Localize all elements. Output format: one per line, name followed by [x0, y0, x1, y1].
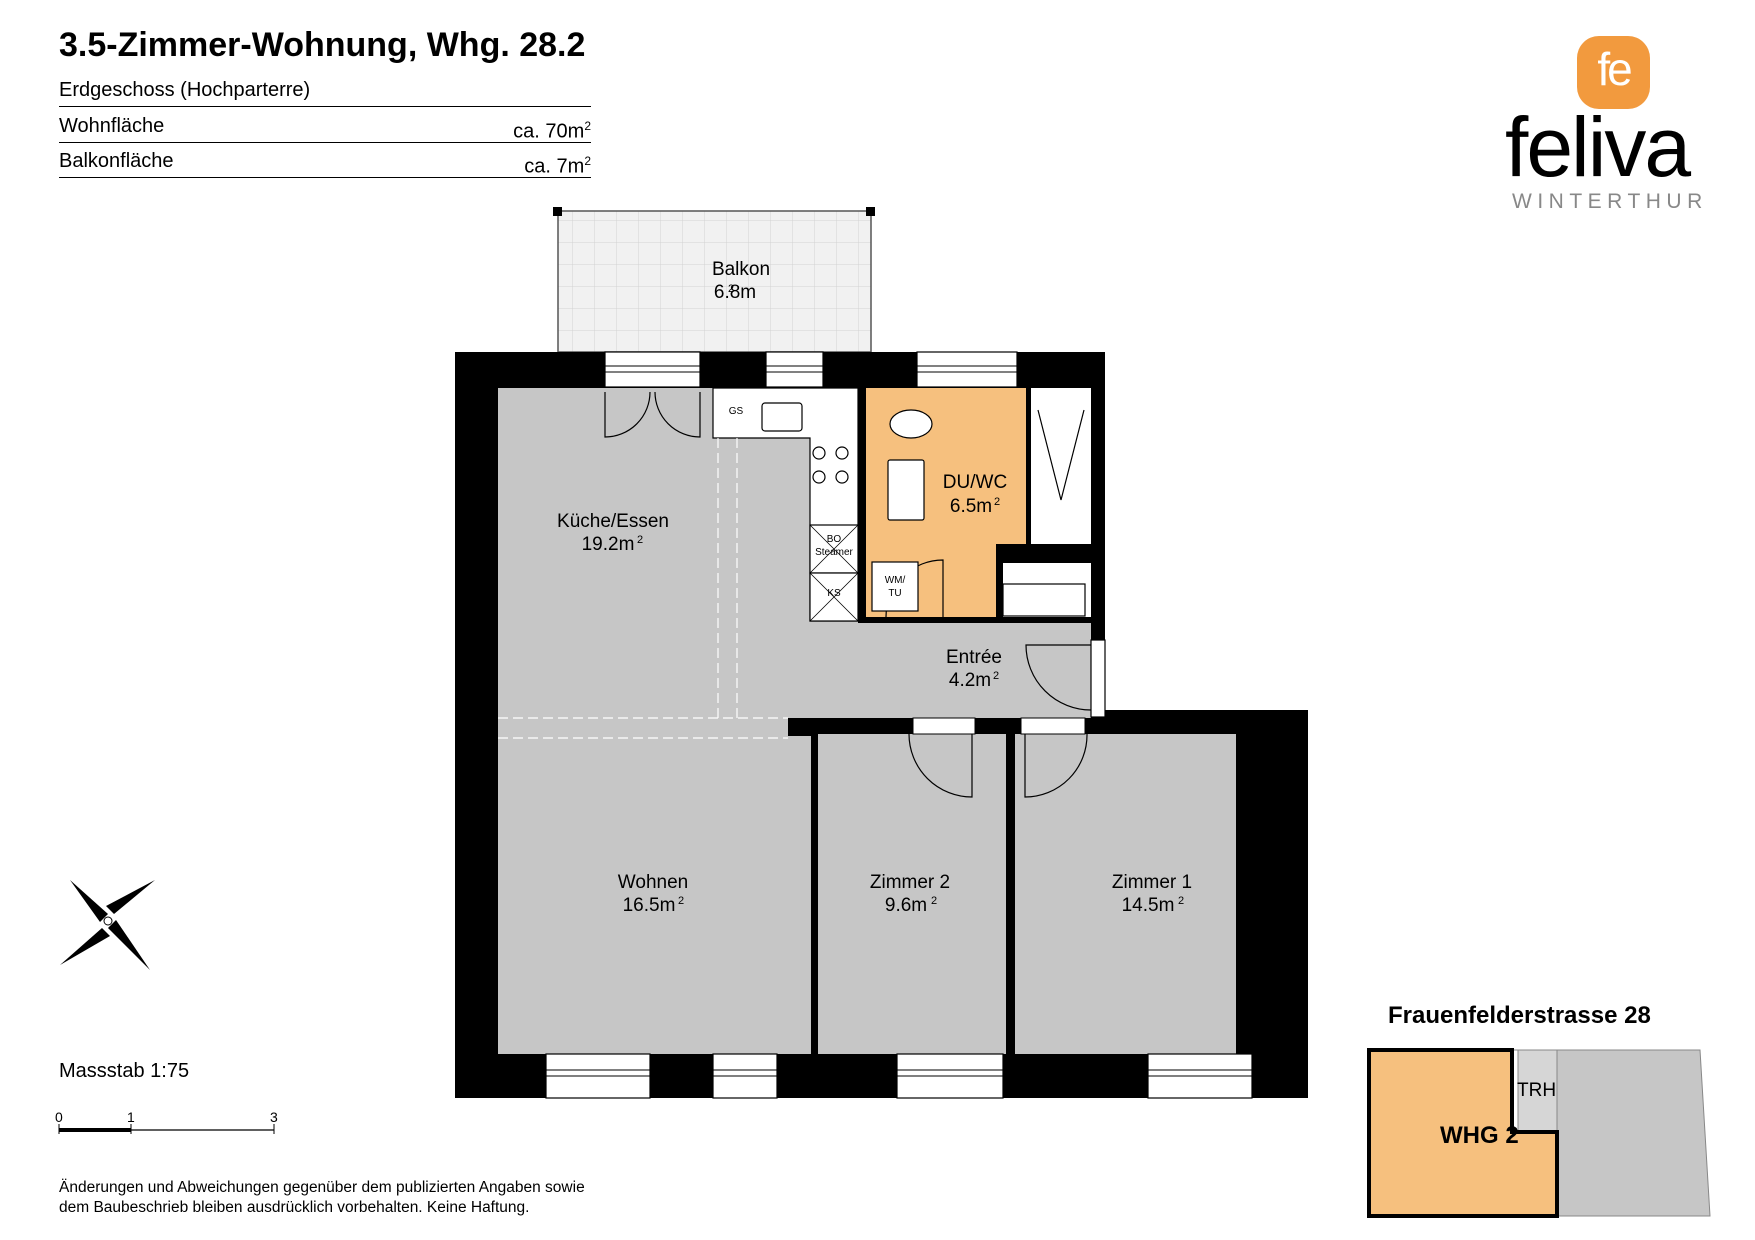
- entree-name: Entrée: [946, 647, 1002, 668]
- balcony-area-value: ca. 7m: [524, 155, 585, 178]
- north-arrow-icon: [60, 880, 155, 970]
- key-plan: WHG 2 TRH: [1367, 1048, 1711, 1218]
- fixture-labels: GS BO Steamer KS WM/ TU: [729, 406, 906, 599]
- bo-label: BO: [827, 534, 842, 545]
- wohnen-name: Wohnen: [618, 872, 688, 893]
- svg-text:2: 2: [678, 895, 684, 907]
- plan-title: 3.5-Zimmer-Wohnung, Whg. 28.2: [59, 26, 586, 64]
- wm-label: WM/: [885, 575, 906, 586]
- logo-brand: feliva: [1505, 100, 1691, 194]
- scale-bar: [58, 1124, 275, 1134]
- kueche-area: 19.2m: [582, 534, 635, 555]
- svg-text:2: 2: [993, 670, 999, 682]
- scale-tick-0: 0: [55, 1109, 63, 1125]
- door-frames: [912, 717, 1086, 735]
- living-area-value: ca. 70m: [513, 120, 585, 143]
- svg-text:2: 2: [728, 283, 734, 295]
- room-labels: Balkon 6.8m Küche/Essen 19.2m DU/WC 6.5m…: [557, 259, 1192, 916]
- zimmer1-name: Zimmer 1: [1112, 872, 1192, 893]
- zimmer1-fill: [1015, 734, 1236, 1054]
- tu-label: TU: [888, 588, 901, 599]
- kitchen-crosses: [809, 524, 859, 622]
- balcony-area-row: Balkonfläche ca. 7m2: [59, 145, 591, 178]
- living-area-row: Wohnfläche ca. 70m2: [59, 110, 591, 143]
- disclaimer-line-1: Änderungen und Abweichungen gegenüber de…: [59, 1179, 585, 1196]
- floor-row: Erdgeschoss (Hochparterre): [59, 74, 591, 107]
- floor-label: Erdgeschoss (Hochparterre): [59, 79, 311, 101]
- steamer-label: Steamer: [815, 547, 853, 558]
- balkon-name: Balkon: [712, 259, 770, 280]
- room-doors: [885, 559, 1092, 798]
- svg-text:2: 2: [931, 895, 937, 907]
- dashed-lines: [498, 438, 788, 739]
- logo-city: WINTERTHUR: [1512, 190, 1708, 213]
- living-area-sup: 2: [584, 119, 591, 133]
- bathroom-fixtures: [871, 409, 1086, 617]
- zimmer1-area: 14.5m: [1122, 895, 1175, 916]
- balcony: [553, 207, 875, 353]
- wohnen-area: 16.5m: [623, 895, 676, 916]
- scale-tick-1: 1: [127, 1109, 135, 1125]
- scale-label: Massstab 1:75: [59, 1060, 190, 1082]
- wohnen-fill: [498, 718, 811, 1054]
- area-superscripts: 2 2 2 2 2 2 2: [637, 283, 1184, 907]
- balcony-door: [604, 391, 701, 438]
- scale-tick-3: 3: [270, 1109, 278, 1125]
- kueche-fill: [498, 388, 858, 718]
- balcony-area-sup: 2: [584, 154, 591, 168]
- svg-text:2: 2: [1178, 895, 1184, 907]
- window-lines: [546, 365, 1252, 1077]
- wohnen-upper-fill: [498, 718, 788, 738]
- entree-area: 4.2m: [949, 670, 991, 691]
- zimmer2-area: 9.6m: [885, 895, 927, 916]
- svg-text:2: 2: [994, 496, 1000, 508]
- gs-label: GS: [729, 406, 744, 417]
- keyplan-trh: TRH: [1517, 1080, 1556, 1101]
- zimmer2-fill: [818, 734, 1006, 1054]
- entree-fill: [858, 623, 1091, 718]
- balkon-area: 6.8m: [714, 282, 756, 303]
- logo-monogram: fe: [1577, 36, 1650, 109]
- ks-label: KS: [827, 588, 841, 599]
- zimmer2-name: Zimmer 2: [870, 872, 950, 893]
- svg-text:2: 2: [637, 534, 643, 546]
- living-area-label: Wohnfläche: [59, 115, 165, 137]
- inner-walls: [788, 352, 1308, 1054]
- kueche-name: Küche/Essen: [557, 511, 669, 532]
- keyplan-unit: WHG 2: [1440, 1122, 1519, 1149]
- disclaimer: Änderungen und Abweichungen gegenüber de…: [59, 1178, 679, 1218]
- keyplan-address: Frauenfelderstrasse 28: [1388, 1002, 1651, 1029]
- balcony-area-label: Balkonfläche: [59, 150, 174, 172]
- duwc-name: DU/WC: [943, 472, 1007, 493]
- disclaimer-line-2: dem Baubeschrieb bleiben ausdrücklich vo…: [59, 1199, 530, 1216]
- duwc-area: 6.5m: [950, 496, 992, 517]
